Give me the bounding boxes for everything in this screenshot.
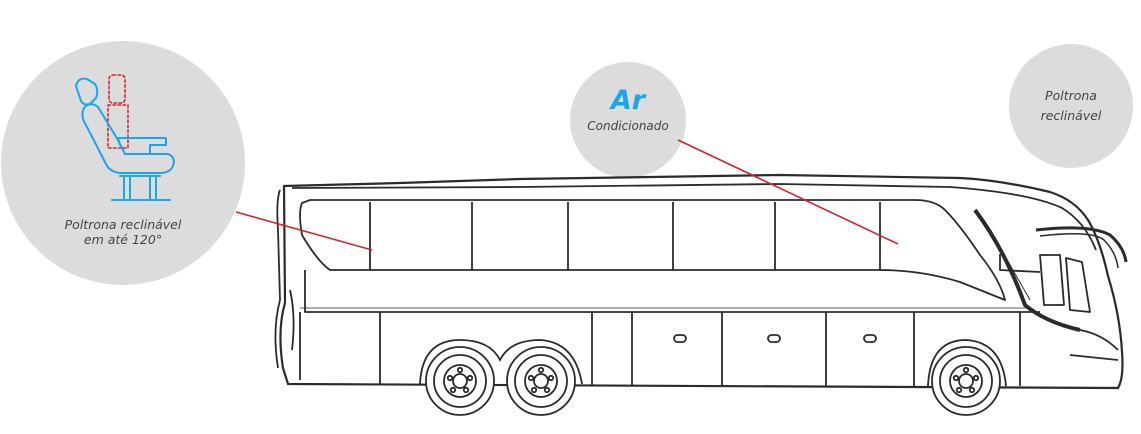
seat-label-line2: em até 120° xyxy=(83,232,163,247)
seat2-callout-label: Poltrona reclinável xyxy=(1009,86,1133,126)
seat-label-line1: Poltrona reclinável xyxy=(64,217,182,232)
rear-wheel-1 xyxy=(425,346,495,416)
seat-callout-label: Poltrona reclinável em até 120° xyxy=(30,217,216,247)
ac-callout-subtitle: Condicionado xyxy=(587,119,669,133)
ac-callout-circle xyxy=(570,62,686,178)
seat2-label-line2: reclinável xyxy=(1040,108,1102,123)
bus-body xyxy=(274,173,1128,390)
seat-callout-circle xyxy=(1,41,245,285)
leader-lines xyxy=(235,139,899,251)
ac-leader-line xyxy=(677,139,899,245)
seat2-label-line1: Poltrona xyxy=(1045,88,1097,103)
front-wheel xyxy=(931,346,1001,416)
bus-wheels xyxy=(419,339,1007,416)
seat2-callout-circle xyxy=(1009,44,1133,168)
ac-callout-title: Ar xyxy=(610,85,646,116)
seat-leader-line xyxy=(235,211,373,251)
reclining-seat-icon xyxy=(75,74,175,201)
rear-wheel-2 xyxy=(506,346,576,416)
